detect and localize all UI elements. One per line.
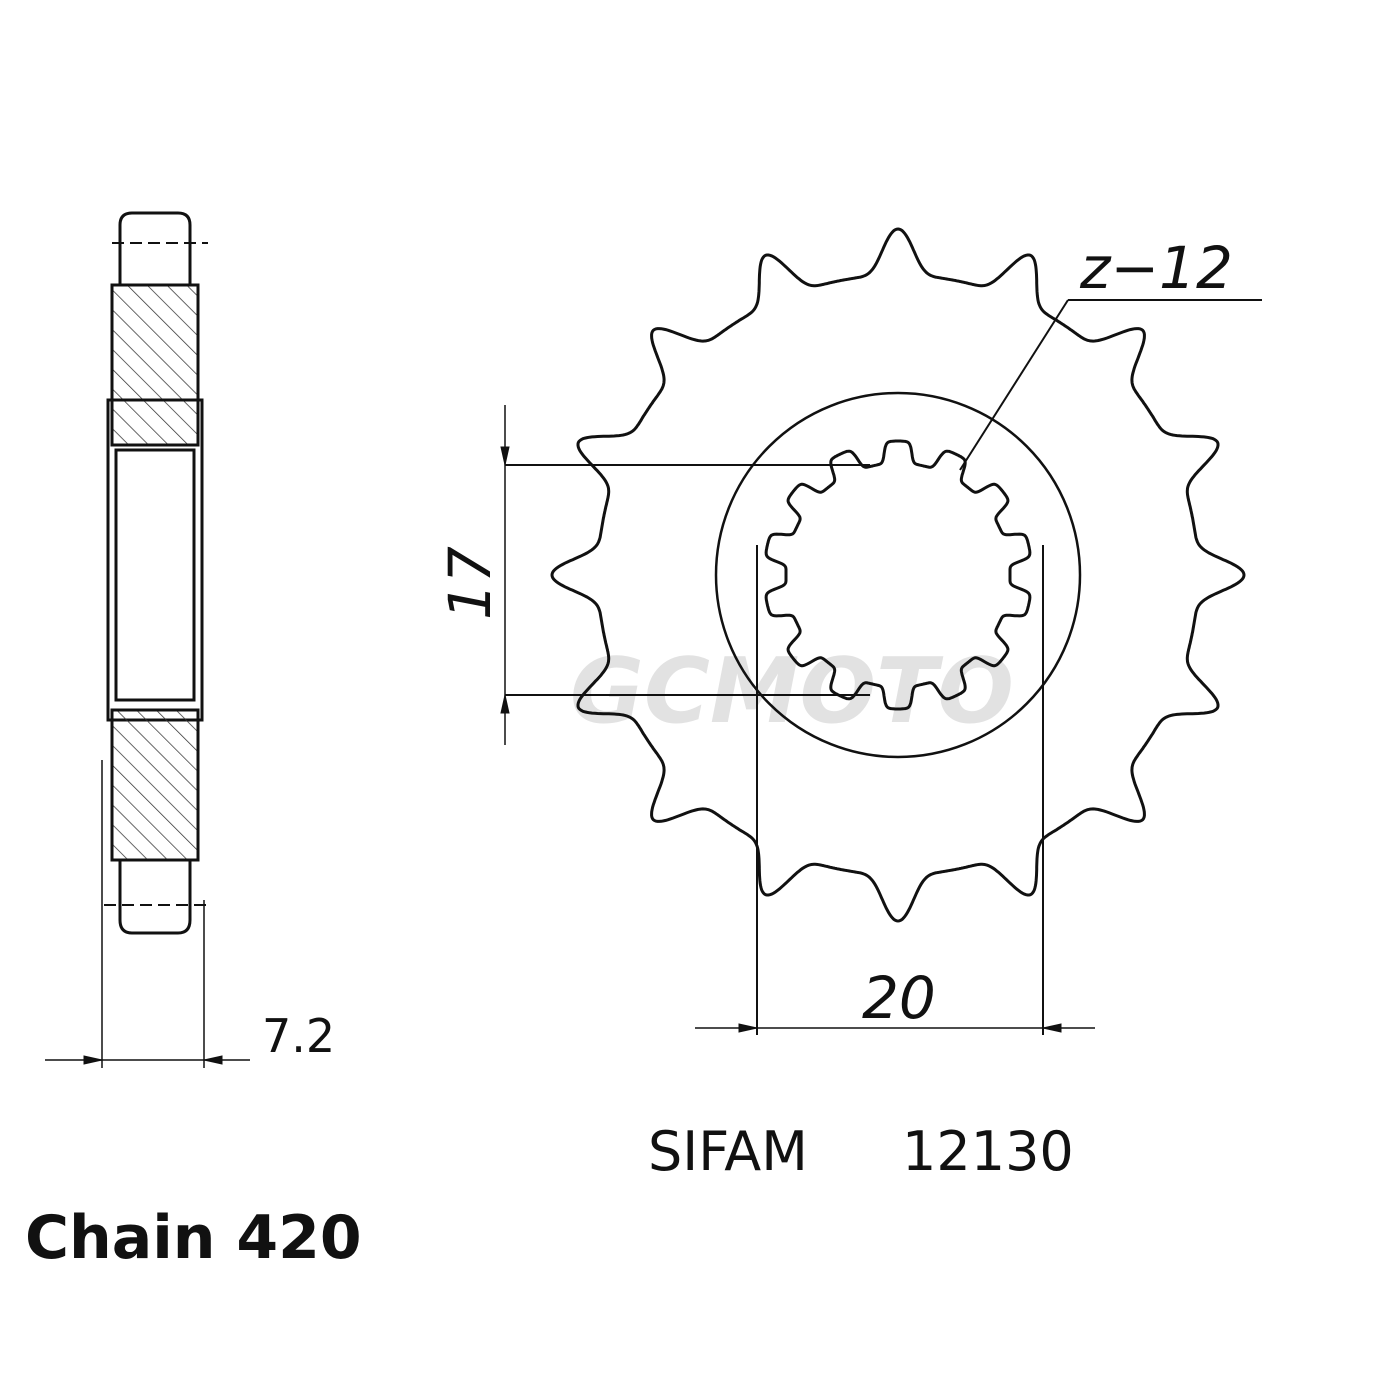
- dim-inner-width: 20: [862, 964, 936, 1032]
- dim-thickness: 7.2: [262, 1009, 335, 1063]
- sprocket-teeth-outline: [550, 227, 1246, 923]
- pitch-circle: [714, 391, 1082, 759]
- side-view: [45, 211, 250, 1068]
- front-view: [500, 227, 1262, 1035]
- spline-bore-outline: [764, 439, 1032, 711]
- spline-count-label: z−12: [1079, 234, 1233, 302]
- part-number: 12130: [902, 1120, 1074, 1183]
- chain-label: Chain 420: [25, 1203, 362, 1273]
- dim-inner-height: 17: [436, 546, 504, 620]
- brand-label: SIFAM: [648, 1120, 808, 1183]
